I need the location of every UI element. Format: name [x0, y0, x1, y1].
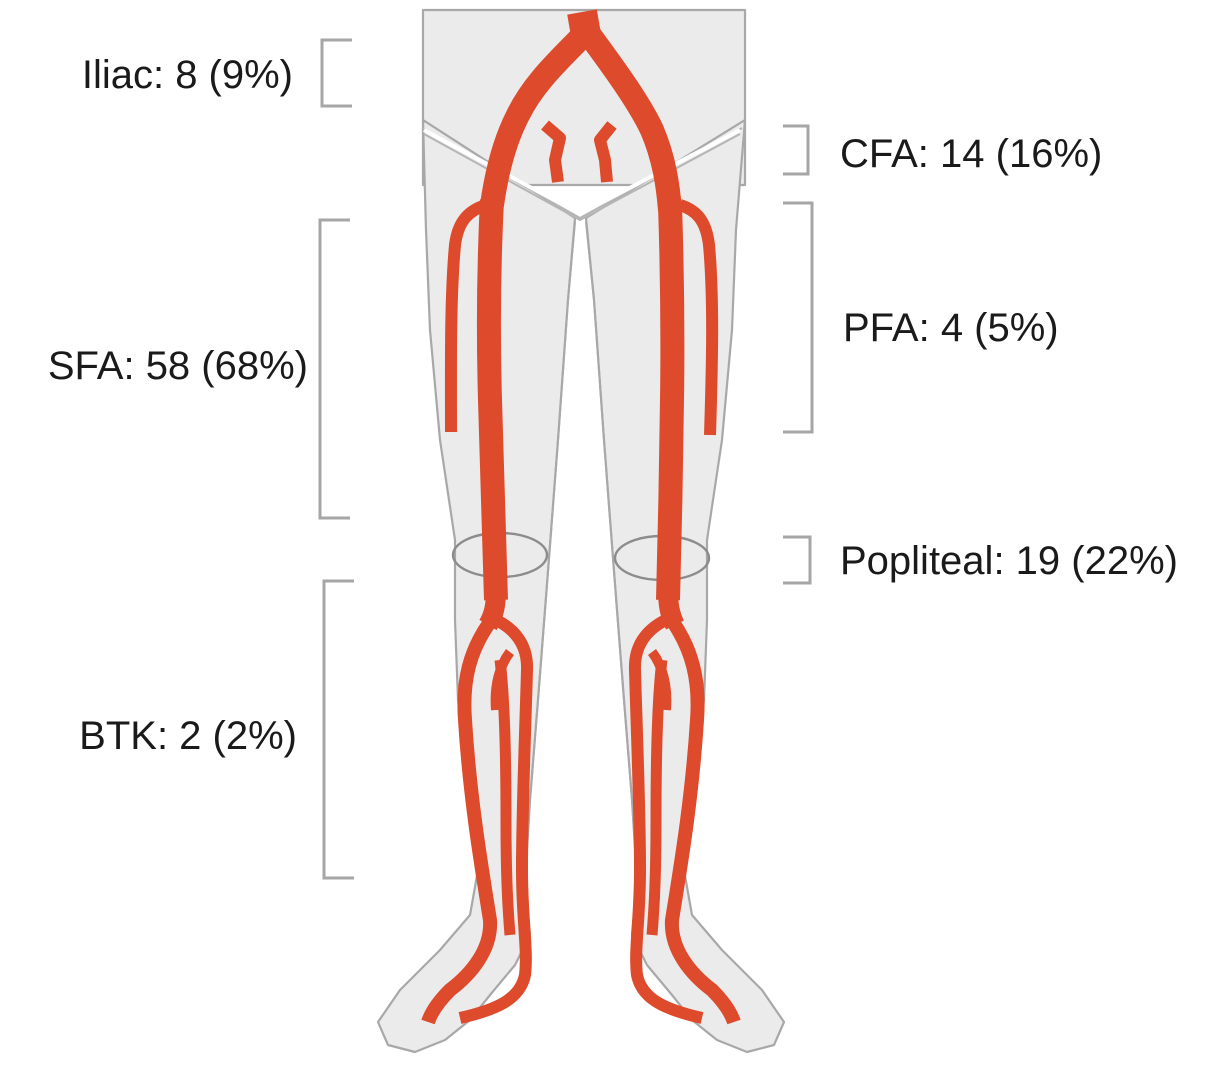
- popliteal-bracket: [783, 537, 810, 583]
- popliteal-label: Popliteal: 19 (22%): [840, 539, 1178, 583]
- leg-right: [378, 120, 575, 1052]
- btk-label: BTK: 2 (2%): [79, 714, 297, 758]
- btk-bracket: [324, 581, 354, 878]
- cfa-label: CFA: 14 (16%): [840, 132, 1102, 176]
- sfa-bracket: [320, 220, 350, 518]
- iliac-bracket: [322, 40, 352, 106]
- sfa-right: [489, 200, 496, 600]
- body-silhouette: [378, 10, 784, 1072]
- sfa-left: [668, 205, 672, 600]
- sfa-label: SFA: 58 (68%): [48, 344, 308, 388]
- cfa-bracket: [783, 126, 808, 174]
- pfa-bracket: [783, 203, 812, 432]
- iliac-label: Iliac: 8 (9%): [82, 53, 293, 97]
- pfa-label: PFA: 4 (5%): [843, 306, 1059, 350]
